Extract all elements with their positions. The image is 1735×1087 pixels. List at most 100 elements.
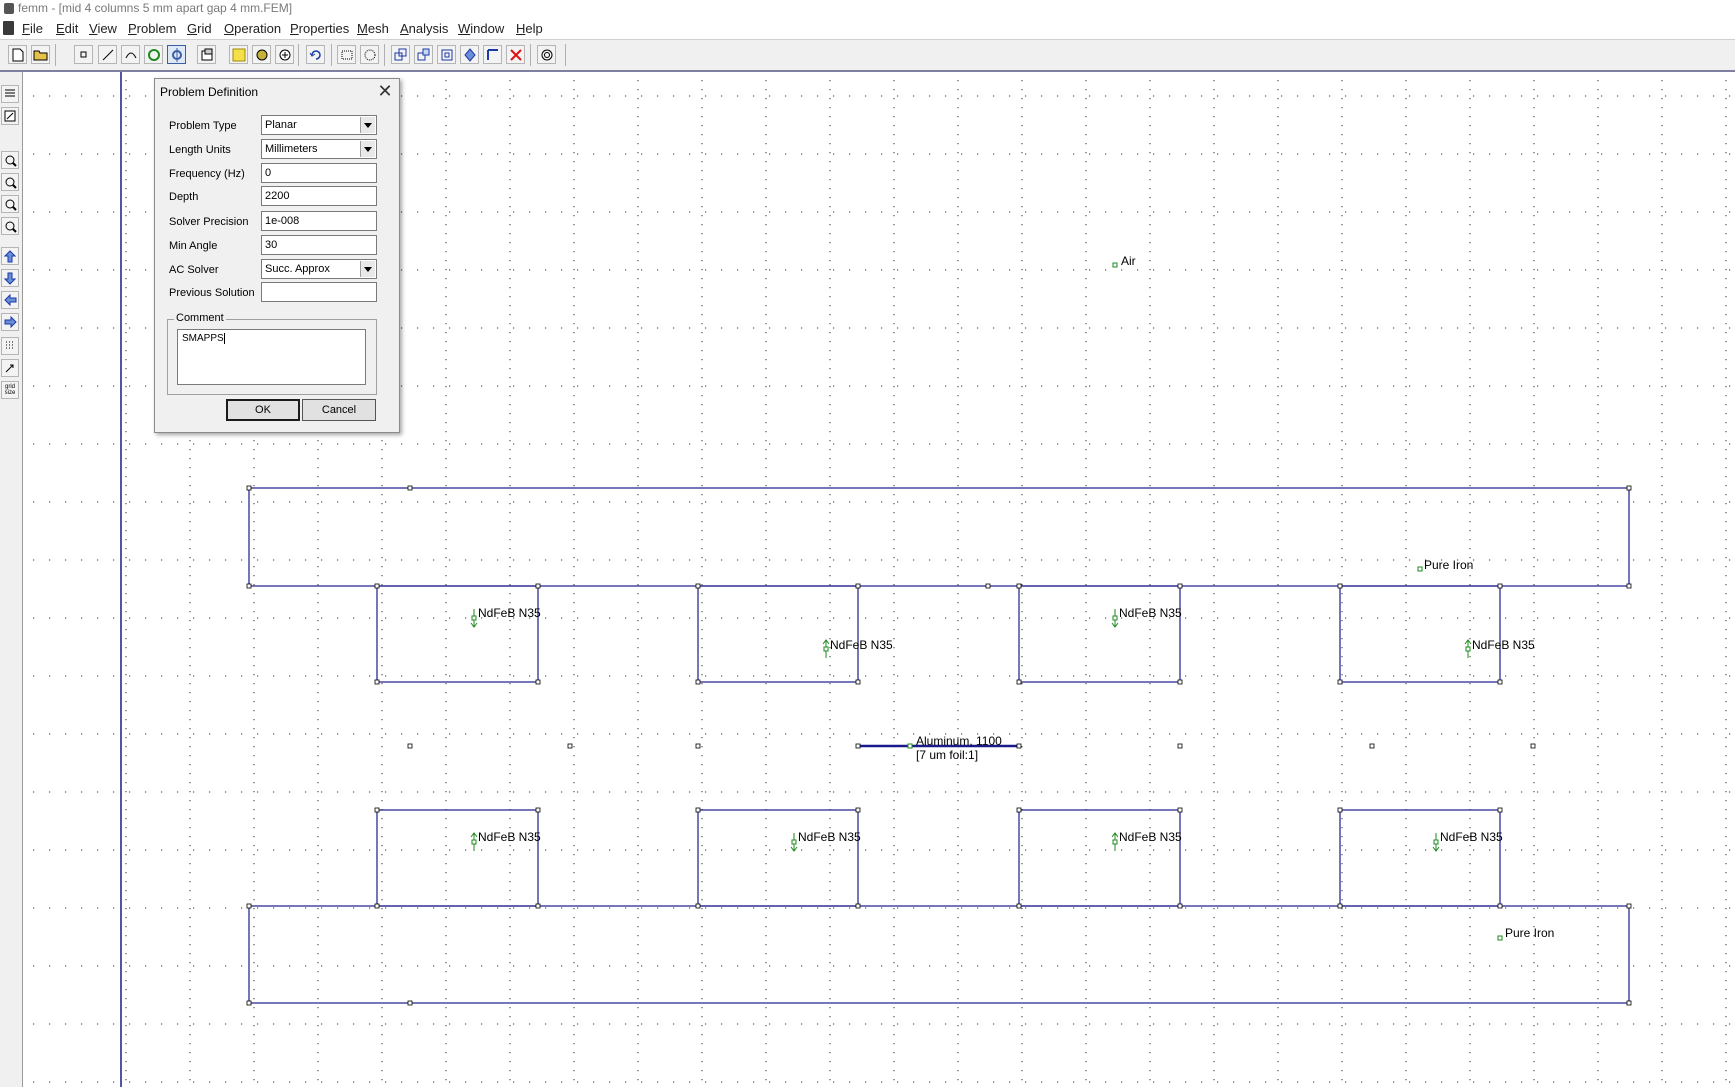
analyze-icon[interactable] [275, 45, 294, 64]
segment-mode-icon[interactable] [98, 45, 117, 64]
node-mode-icon[interactable] [74, 45, 93, 64]
menu-edit[interactable]: Edit [56, 21, 79, 36]
menu-help[interactable]: Help [516, 21, 543, 36]
node-point[interactable] [855, 903, 861, 909]
arc-mode-icon[interactable] [121, 45, 140, 64]
zoom-in-icon[interactable] [1, 151, 19, 169]
node-point[interactable] [695, 807, 701, 813]
block-label-marker[interactable] [907, 743, 913, 749]
node-point[interactable] [1626, 485, 1632, 491]
chevron-down-icon[interactable] [360, 261, 375, 277]
move-icon[interactable] [414, 45, 433, 64]
iron-plate-bottom[interactable] [248, 905, 1630, 1004]
node-point[interactable] [1177, 583, 1183, 589]
pan-up-icon[interactable] [1, 247, 19, 265]
block-label-marker[interactable] [1112, 262, 1118, 268]
pan-left-icon[interactable] [1, 291, 19, 309]
node-point[interactable] [695, 583, 701, 589]
node-point[interactable] [1530, 743, 1536, 749]
node-point[interactable] [1497, 807, 1503, 813]
delete-icon[interactable] [506, 45, 525, 64]
node-point[interactable] [407, 743, 413, 749]
new-file-icon[interactable] [8, 45, 27, 64]
block-label-marker[interactable] [1497, 935, 1503, 941]
magnet-bottom-2[interactable] [697, 809, 859, 907]
magnet-top-4[interactable] [1339, 585, 1501, 683]
menu-grid[interactable]: Grid [187, 21, 212, 36]
node-point[interactable] [1497, 583, 1503, 589]
menu-analysis[interactable]: Analysis [400, 21, 449, 36]
edit-icon[interactable] [1, 107, 19, 125]
node-point[interactable] [1177, 903, 1183, 909]
node-point[interactable] [1626, 903, 1632, 909]
node-point[interactable] [1016, 583, 1022, 589]
magnet-bottom-3[interactable] [1018, 809, 1181, 907]
node-point[interactable] [246, 485, 252, 491]
show-grid-icon[interactable] [1, 337, 19, 355]
boundary-icon[interactable] [252, 45, 271, 64]
node-point[interactable] [1337, 807, 1343, 813]
node-point[interactable] [1369, 743, 1375, 749]
node-point[interactable] [1337, 679, 1343, 685]
block-label-marker[interactable] [823, 646, 829, 652]
comment-textarea[interactable]: SMAPPS [177, 329, 366, 385]
magnet-top-3[interactable] [1018, 585, 1181, 683]
menu-mesh[interactable]: Mesh [357, 21, 389, 36]
node-point[interactable] [374, 583, 380, 589]
zoom-window-icon[interactable] [1, 217, 19, 235]
node-point[interactable] [1626, 583, 1632, 589]
node-point[interactable] [1177, 679, 1183, 685]
node-point[interactable] [1177, 807, 1183, 813]
node-point[interactable] [374, 903, 380, 909]
node-point[interactable] [374, 807, 380, 813]
node-point[interactable] [246, 903, 252, 909]
block-label-marker[interactable] [471, 839, 477, 845]
magnet-top-1[interactable] [376, 585, 539, 683]
frequency-input[interactable]: 0 [261, 163, 377, 183]
node-point[interactable] [1626, 1000, 1632, 1006]
box-select-icon[interactable] [337, 45, 356, 64]
node-point[interactable] [695, 743, 701, 749]
material-library-icon[interactable] [229, 45, 248, 64]
scale-icon[interactable] [437, 45, 456, 64]
node-point[interactable] [374, 679, 380, 685]
menu-properties[interactable]: Properties [290, 21, 350, 36]
node-point[interactable] [1016, 743, 1022, 749]
node-point[interactable] [1016, 903, 1022, 909]
circle-select-icon[interactable] [360, 45, 379, 64]
document-icon[interactable] [3, 21, 14, 35]
node-point[interactable] [695, 679, 701, 685]
menu-operation[interactable]: Operation [224, 21, 282, 36]
min-angle-input[interactable]: 30 [261, 235, 377, 255]
group-mode-icon[interactable] [167, 45, 186, 64]
node-point[interactable] [246, 1000, 252, 1006]
ok-button[interactable]: OK [226, 399, 300, 421]
block-label-marker[interactable] [1417, 566, 1423, 572]
node-point[interactable] [246, 583, 252, 589]
snap-grid-icon[interactable] [1, 359, 19, 377]
node-point[interactable] [567, 743, 573, 749]
node-point[interactable] [535, 583, 541, 589]
menu-file[interactable]: File [22, 21, 43, 36]
node-point[interactable] [407, 485, 413, 491]
block-label-marker[interactable] [471, 615, 477, 621]
chevron-down-icon[interactable] [360, 141, 375, 157]
block-label-mode-icon[interactable] [144, 45, 163, 64]
magnet-bottom-1[interactable] [376, 809, 539, 907]
block-label-marker[interactable] [1112, 615, 1118, 621]
properties-icon[interactable] [197, 45, 216, 64]
node-point[interactable] [1016, 807, 1022, 813]
chevron-down-icon[interactable] [360, 117, 375, 133]
node-point[interactable] [535, 903, 541, 909]
pan-right-icon[interactable] [1, 313, 19, 331]
node-point[interactable] [535, 807, 541, 813]
menu-view[interactable]: View [89, 21, 117, 36]
solver-precision-input[interactable]: 1e-008 [261, 211, 377, 231]
zoom-natural-icon[interactable] [1, 195, 19, 213]
menu-problem[interactable]: Problem [128, 21, 177, 36]
iron-plate-top[interactable] [248, 487, 1630, 587]
node-point[interactable] [1497, 903, 1503, 909]
copy-icon[interactable] [391, 45, 410, 64]
block-label-marker[interactable] [1433, 839, 1439, 845]
